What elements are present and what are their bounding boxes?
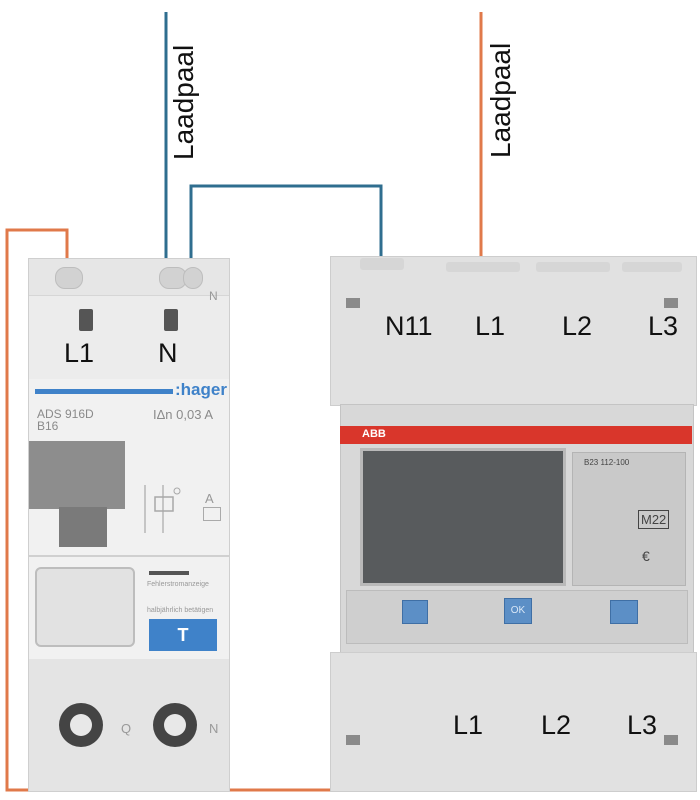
rcbo-bottom-q-label: Q — [121, 721, 132, 736]
meter-clip-bottom-left — [346, 735, 360, 745]
rcbo-toggle-lever — [59, 507, 107, 547]
meter-clip-top-right — [664, 298, 678, 308]
meter-terminal-l2 — [536, 262, 610, 272]
meter-model: B23 112-100 — [584, 458, 630, 467]
meter-bottom-section — [330, 652, 697, 792]
meter-scroll-button[interactable] — [402, 600, 428, 624]
rcbo-bottom-terminal-left — [59, 703, 103, 747]
rcbo-blue-stripe — [35, 389, 173, 394]
rcbo-label-n: N — [158, 338, 178, 368]
meter-bottom-label-l1: L1 — [453, 710, 484, 740]
rcbo-small-n-label: N — [209, 289, 218, 303]
meter-ce-icon: € — [642, 548, 650, 564]
meter-lcd-display — [360, 448, 566, 586]
rcbo-bottom-n-label: N — [209, 721, 219, 736]
meter-top-label-l2: L2 — [562, 311, 593, 341]
rcbo-l1-slot — [79, 309, 93, 331]
rcbo-terminal-l1-screw — [55, 267, 83, 289]
rcbo-bottom-screw-right — [164, 714, 186, 736]
rcbo-curve: B16 — [37, 419, 59, 433]
laadpaal-label-right: Laadpaal — [485, 42, 516, 158]
hager-logo: :hager — [175, 380, 227, 399]
meter-clip-top-left — [346, 298, 360, 308]
rcbo-label-l1: L1 — [64, 338, 95, 368]
rcbo-wave-box — [203, 507, 221, 521]
meter-top-label-l1: L1 — [475, 311, 506, 341]
meter-spec-plate — [572, 452, 686, 586]
rcbo-test-button[interactable]: T — [149, 619, 217, 651]
laadpaal-label-left: Laadpaal — [168, 44, 199, 160]
meter-terminal-l1 — [446, 262, 520, 272]
meter-bottom-label-l2: L2 — [541, 710, 572, 740]
blue-wire-rcbo-to-meter-n — [189, 184, 383, 268]
meter-cert-mark: M22 — [638, 510, 670, 529]
meter-right-button[interactable] — [610, 600, 638, 624]
meter-top-label-l3: L3 — [648, 311, 679, 341]
meter-brand: ABB — [362, 428, 386, 440]
rcbo-device: N :hager ADS 916D B16 IΔn 0,03 A A Fehle… — [28, 258, 230, 792]
rcbo-test-text: halbjährlich betätigen — [147, 607, 214, 614]
rcbo-bottom-terminal-right — [153, 703, 197, 747]
rcbo-divider — [29, 555, 229, 557]
meter-terminal-n11 — [360, 258, 404, 270]
meter-top-label-n11: N11 — [385, 311, 433, 341]
rcbo-rating: IΔn 0,03 A — [153, 407, 214, 422]
rcbo-indicator-window — [35, 567, 135, 647]
meter-top-section — [330, 256, 697, 406]
rcbo-a-mark: A — [205, 491, 214, 506]
meter-ok-button[interactable]: OK — [504, 598, 532, 624]
rcbo-indicator-text: Fehlerstromanzeige — [147, 581, 209, 588]
rcbo-bottom-screw-left — [70, 714, 92, 736]
meter-red-band — [340, 426, 692, 444]
meter-bottom-label-l3: L3 — [627, 710, 658, 740]
rcbo-terminal-n-screw-2 — [183, 267, 203, 289]
meter-clip-bottom-right — [664, 735, 678, 745]
rcbo-n-slot — [164, 309, 178, 331]
rcbo-model: ADS 916D — [37, 407, 94, 421]
rcbo-indicator-slot — [149, 571, 189, 575]
rcbo-toggle-handle[interactable] — [29, 441, 125, 509]
rcbo-schematic-icon — [144, 485, 181, 533]
meter-terminal-l3 — [622, 262, 682, 272]
